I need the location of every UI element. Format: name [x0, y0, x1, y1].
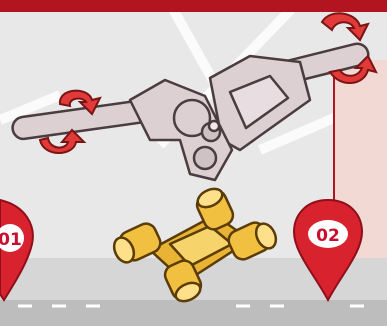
marker-02-label: 02 — [316, 226, 340, 246]
road-lane — [0, 300, 387, 326]
marker-01-label: 01 — [0, 230, 22, 250]
top-banner — [0, 0, 387, 12]
